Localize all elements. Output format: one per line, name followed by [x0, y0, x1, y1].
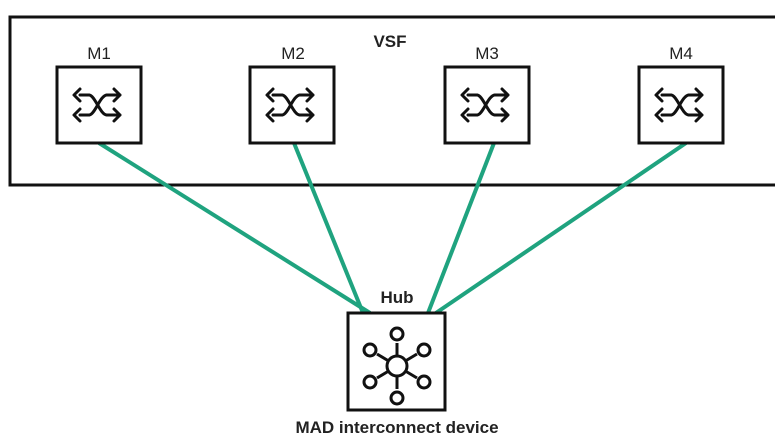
hub-device	[346, 311, 447, 412]
switch-m1	[55, 65, 143, 145]
hub-caption: MAD interconnect device	[295, 418, 499, 437]
member-label-m3: M3	[475, 44, 499, 63]
hub-icon	[362, 326, 432, 406]
link-m4-hub	[428, 141, 688, 319]
member-label-m1: M1	[87, 44, 111, 63]
member-label-m4: M4	[669, 44, 693, 63]
switch-m3	[443, 65, 531, 145]
link-m1-hub	[97, 141, 372, 315]
vsf-label: VSF	[373, 32, 407, 51]
switch-m2	[248, 65, 336, 145]
link-group	[97, 141, 688, 319]
link-m3-hub	[426, 142, 496, 314]
link-m2-hub	[292, 142, 365, 314]
member-label-m2: M2	[281, 44, 305, 63]
hub-label: Hub	[380, 288, 414, 307]
switch-m4	[637, 65, 725, 145]
